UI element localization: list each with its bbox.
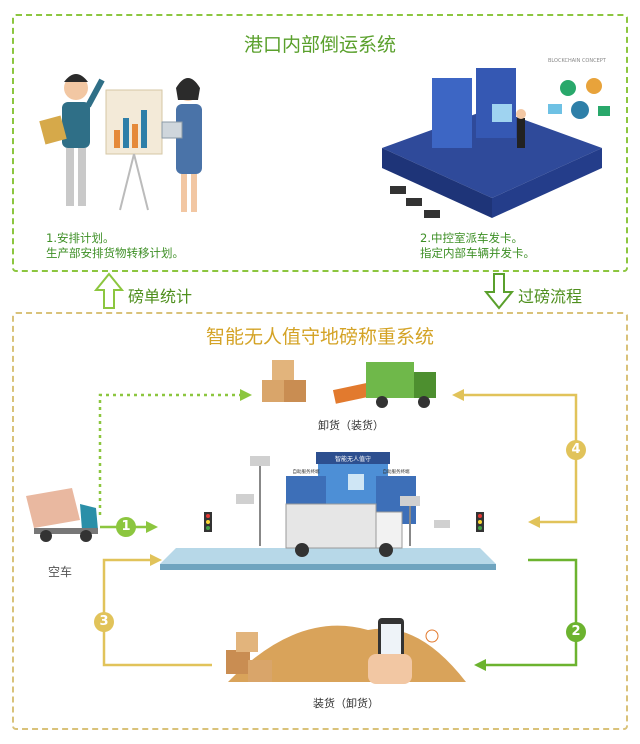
blockchain-label: BLOCKCHAIN CONCEPT — [548, 58, 607, 64]
weighing-slip-stats-label: 磅单统计 — [128, 287, 193, 306]
step-2-badge: 2 — [566, 622, 586, 642]
internal-transport-panel — [12, 14, 628, 272]
terminal-left-label: 自助服务终端 — [293, 468, 320, 475]
internal-transport-title: 港口内部倒运系统 — [243, 34, 396, 56]
load-illustration — [226, 618, 466, 684]
unload-caption: 卸货（装货） — [318, 419, 384, 432]
step-4-badge: 4 — [566, 440, 586, 460]
step2-line1: 2.中控室派车发卡。 — [420, 231, 523, 245]
control-room-illustration: BLOCKCHAIN CONCEPT — [382, 58, 610, 218]
empty-truck-caption: 空车 — [47, 565, 72, 579]
terminal-right-label: 自助服务终端 — [383, 468, 410, 475]
load-caption: 装货（卸货） — [313, 697, 379, 710]
step-1-badge: 1 — [116, 517, 136, 537]
step1-line2: 生产部安排货物转移计划。 — [46, 246, 184, 260]
unload-illustration — [262, 360, 436, 408]
building-sign: 智能无人值守 — [335, 455, 371, 463]
arrow-up-icon — [94, 272, 124, 309]
step-3-badge: 3 — [94, 612, 114, 632]
weighbridge-system-panel — [12, 312, 628, 730]
step2-note: 2.中控室派车发卡。 指定内部车辆并发卡。 — [420, 231, 535, 261]
arrow-down-icon — [484, 273, 514, 310]
planning-team-illustration — [39, 74, 202, 212]
empty-truck-illustration — [26, 488, 98, 542]
weighbridge-station: 智能无人值守 自助服务终端 自助服务终端 — [160, 452, 496, 570]
weighbridge-system-title: 智能无人值守地磅称重系统 — [205, 326, 434, 348]
step1-line1: 1.安排计划。 — [46, 231, 115, 245]
weighing-process-label: 过磅流程 — [518, 287, 583, 306]
step2-line2: 指定内部车辆并发卡。 — [420, 246, 535, 260]
step1-note: 1.安排计划。 生产部安排货物转移计划。 — [46, 231, 184, 261]
